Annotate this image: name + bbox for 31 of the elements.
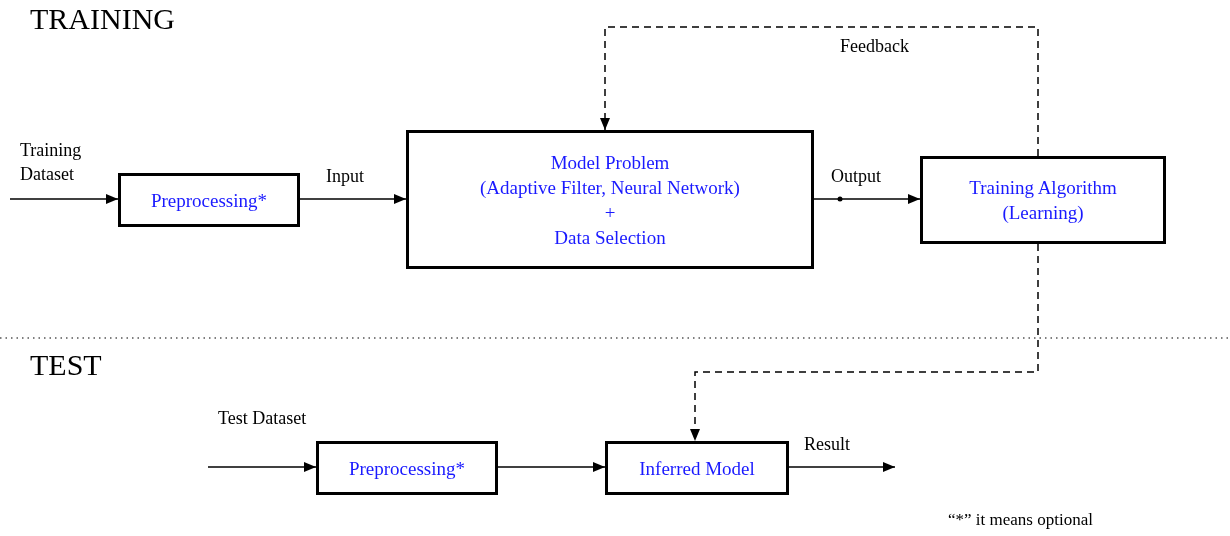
box-text: (Adaptive Filter, Neural Network) — [480, 175, 740, 200]
arrow — [600, 26, 1039, 157]
process-box — [406, 130, 814, 269]
text-label: “*” it means optional — [948, 510, 1093, 530]
box-text: + — [604, 200, 616, 225]
box-text: Preprocessing* — [150, 188, 268, 213]
process-box — [920, 156, 1166, 244]
box-text: Data Selection — [554, 225, 666, 250]
text-label: TEST — [30, 348, 102, 382]
box-text: Training Algorithm — [969, 176, 1117, 200]
edge-label: Training Dataset — [20, 139, 83, 186]
arrow — [788, 462, 896, 472]
arrow — [9, 194, 119, 204]
arrow — [813, 194, 921, 204]
text-label: TRAINING — [30, 2, 175, 36]
process-box — [605, 441, 789, 495]
edge-label: Input — [326, 165, 364, 188]
box-text: (Learning) — [1002, 201, 1084, 225]
edge-label: Result — [804, 433, 850, 456]
arrow — [207, 462, 317, 472]
edge-label: Feedback — [840, 35, 909, 58]
edge-label: Test Dataset — [218, 407, 308, 430]
arrow — [299, 194, 407, 204]
box-text: Inferred Model — [639, 456, 755, 481]
arrow — [690, 243, 1039, 442]
box-text: Preprocessing* — [348, 456, 466, 481]
process-box — [118, 173, 300, 227]
box-text: Model Problem — [550, 150, 670, 175]
arrow — [497, 462, 606, 472]
edge-label: Output — [831, 165, 881, 188]
process-box — [316, 441, 498, 495]
